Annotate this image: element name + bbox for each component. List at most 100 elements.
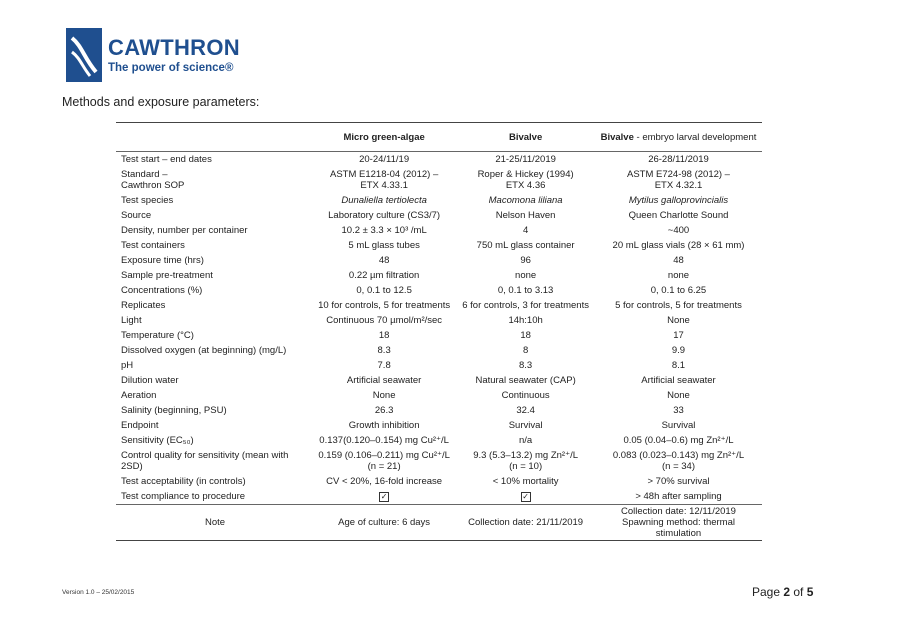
methods-table-wrap: Micro green-algae Bivalve Bivalve - embr… <box>116 122 762 541</box>
cell-micro-green-algae: 20-24/11/19 <box>359 154 410 165</box>
checkbox-checked-icon: ✓ <box>379 492 390 502</box>
checkbox-checked-icon: ✓ <box>520 492 531 502</box>
cell-bivalve-embryo: 5 for controls, 5 for treatments <box>615 300 742 311</box>
cell-bivalve-embryo: None <box>667 315 690 326</box>
cell-bivalve: 21-25/11/2019 <box>495 154 556 165</box>
page-current: 2 <box>783 585 791 599</box>
cell-micro-green-algae: CV < 20%, 16-fold increase <box>326 476 443 487</box>
cell-micro-green-algae: 18 <box>378 330 390 341</box>
cell-bivalve-embryo: None <box>667 390 690 401</box>
table-row: Test acceptability (in controls) CV < 20%… <box>116 474 762 489</box>
row-label: Sensitivity (EC₅₀) <box>121 435 194 446</box>
table-row-compliance: Test compliance to procedure✓✓> 48h afte… <box>116 489 762 505</box>
cell-micro-green-algae: Artificial seawater <box>346 375 422 386</box>
header-blank <box>116 123 312 152</box>
row-label: Endpoint <box>121 420 159 431</box>
table-row: Endpoint Growth inhibition Survival Surviva… <box>116 418 762 433</box>
cell-micro-green-algae: Continuous 70 µmol/m²/sec <box>326 315 443 326</box>
cell-bivalve: 32.4 <box>516 405 535 416</box>
cell-micro-green-algae: 7.8 <box>377 360 391 371</box>
cell-bivalve-embryo: Survival <box>661 420 696 431</box>
cell-micro-green-algae: 26.3 <box>374 405 394 416</box>
page-prefix: Page <box>752 585 784 599</box>
table-row: Density, number per container 10.2 ± 3.3 … <box>116 223 762 238</box>
row-label: Dissolved oxygen (at beginning) (mg/L) <box>121 345 287 356</box>
cell-bivalve: Survival <box>508 420 543 431</box>
header-bivalve: Bivalve <box>508 131 543 143</box>
page-mid: of <box>790 585 807 599</box>
cell-micro-green-algae: ✓ <box>312 489 456 505</box>
cell-bivalve-embryo: 0.083 (0.023–0.143) mg Zn²⁺/L (n = 34) <box>612 450 745 472</box>
header-micro-green-algae: Micro green-algae <box>343 131 425 143</box>
cell-bivalve: Macomona liliana <box>488 195 563 206</box>
cell-micro-green-algae: Dunaliella tertiolecta <box>341 195 427 206</box>
row-label: Temperature (°C) <box>121 330 194 341</box>
table-row: Concentrations (%) 0, 0.1 to 12.5 0, 0.1 t… <box>116 283 762 298</box>
cell-bivalve-embryo: 0, 0.1 to 6.25 <box>650 285 707 296</box>
cell-bivalve-embryo: Collection date: 12/11/2019 Spawning met… <box>621 506 736 539</box>
cell-bivalve-embryo: > 48h after sampling <box>635 491 722 502</box>
row-label: Salinity (beginning, PSU) <box>121 405 227 416</box>
section-heading: Methods and exposure parameters: <box>62 95 260 109</box>
page-total: 5 <box>806 585 814 599</box>
cell-bivalve-embryo: none <box>667 270 690 281</box>
row-label: Concentrations (%) <box>121 285 203 296</box>
cell-bivalve-embryo: ~400 <box>667 225 690 236</box>
header-bivalve-embryo-bold: Bivalve <box>600 131 634 143</box>
row-label: pH <box>121 360 134 371</box>
cell-micro-green-algae: 0.159 (0.106–0.211) mg Cu²⁺/L (n = 21) <box>318 450 450 472</box>
cell-micro-green-algae: 0, 0.1 to 12.5 <box>356 285 412 296</box>
row-label: Test containers <box>121 240 185 251</box>
row-label: Test species <box>121 195 174 206</box>
header-bivalve-embryo: Bivalve - embryo larval development <box>595 123 762 152</box>
header-bivalve-embryo-rest: - embryo larval development <box>633 131 757 143</box>
logo-name: CAWTHRON <box>108 35 240 60</box>
cell-bivalve-embryo: 48 <box>673 255 684 266</box>
cell-micro-green-algae: 5 mL glass tubes <box>348 240 420 251</box>
table-row: Standard – Cawthron SOP ASTM E1218-04 (20… <box>116 167 762 193</box>
cell-bivalve-embryo: 9.9 <box>671 345 686 356</box>
cell-bivalve: 14h:10h <box>508 315 543 326</box>
cell-bivalve: 8 <box>522 345 529 356</box>
cell-bivalve-embryo: Artificial seawater <box>641 375 716 386</box>
cell-micro-green-algae: 10.2 ± 3.3 × 10³ /mL <box>341 225 427 236</box>
cell-micro-green-algae: None <box>372 390 396 401</box>
row-label: Sample pre-treatment <box>121 270 213 281</box>
cell-bivalve-embryo: 0.05 (0.04–0.6) mg Zn²⁺/L <box>623 435 734 446</box>
cell-micro-green-algae: 8.3 <box>377 345 391 356</box>
cell-bivalve: 8.3 <box>519 360 533 371</box>
cell-micro-green-algae: ASTM E1218-04 (2012) – ETX 4.33.1 <box>329 169 439 191</box>
cawthron-logo-icon <box>66 28 102 82</box>
page-number: Page 2 of 5 <box>752 585 813 599</box>
row-label: Replicates <box>121 300 166 311</box>
cell-bivalve: 0, 0.1 to 3.13 <box>497 285 554 296</box>
row-label: Standard – Cawthron SOP <box>121 169 185 191</box>
cell-bivalve: 4 <box>522 225 529 236</box>
cell-bivalve: 18 <box>520 330 531 341</box>
logo-tagline: The power of science® <box>108 62 234 74</box>
table-row: Test containers 5 mL glass tubes 750 mL gl… <box>116 238 762 253</box>
row-label: Note <box>204 517 226 528</box>
cell-micro-green-algae: Age of culture: 6 days <box>338 517 431 528</box>
row-label: Density, number per container <box>121 225 248 236</box>
cell-bivalve-embryo: Queen Charlotte Sound <box>628 210 729 221</box>
cell-bivalve: Continuous <box>501 390 550 401</box>
cell-bivalve-embryo: Mytilus galloprovincialis <box>628 195 729 206</box>
row-label: Test acceptability (in controls) <box>121 476 246 487</box>
row-label: Control quality for sensitivity (mean wi… <box>121 450 289 472</box>
cell-bivalve-embryo: 20 mL glass vials (28 × 61 mm) <box>612 240 745 251</box>
cell-micro-green-algae: Growth inhibition <box>348 420 420 431</box>
cell-micro-green-algae: Laboratory culture (CS3/7) <box>328 210 441 221</box>
cell-bivalve: 750 mL glass container <box>476 240 575 251</box>
